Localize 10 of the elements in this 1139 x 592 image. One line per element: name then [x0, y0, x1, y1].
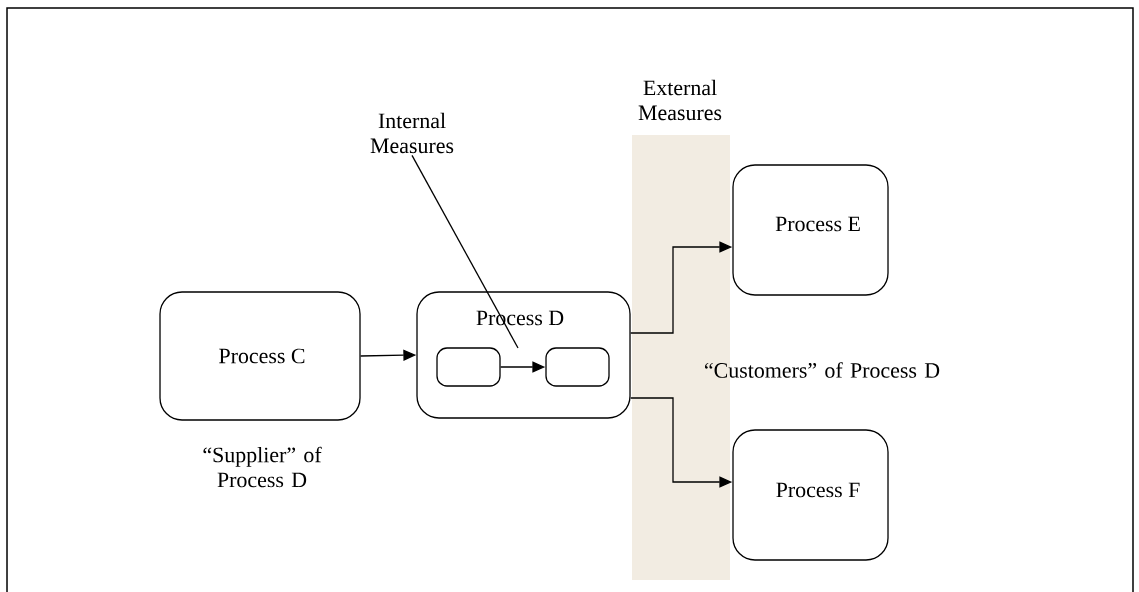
caption-text: “Supplier” of Process D — [203, 446, 322, 488]
annotation-text: “Customers” of Process D — [704, 362, 940, 378]
process-box: Process E — [732, 164, 889, 296]
sub-process-box — [436, 347, 501, 387]
leader-line — [411, 154, 519, 349]
annotation-text: Internal Measures — [370, 112, 454, 154]
process-box: Process F — [732, 429, 889, 561]
process-box: Process C — [159, 291, 361, 421]
annotation-text: External Measures — [638, 79, 722, 121]
sub-process-box — [545, 347, 610, 387]
